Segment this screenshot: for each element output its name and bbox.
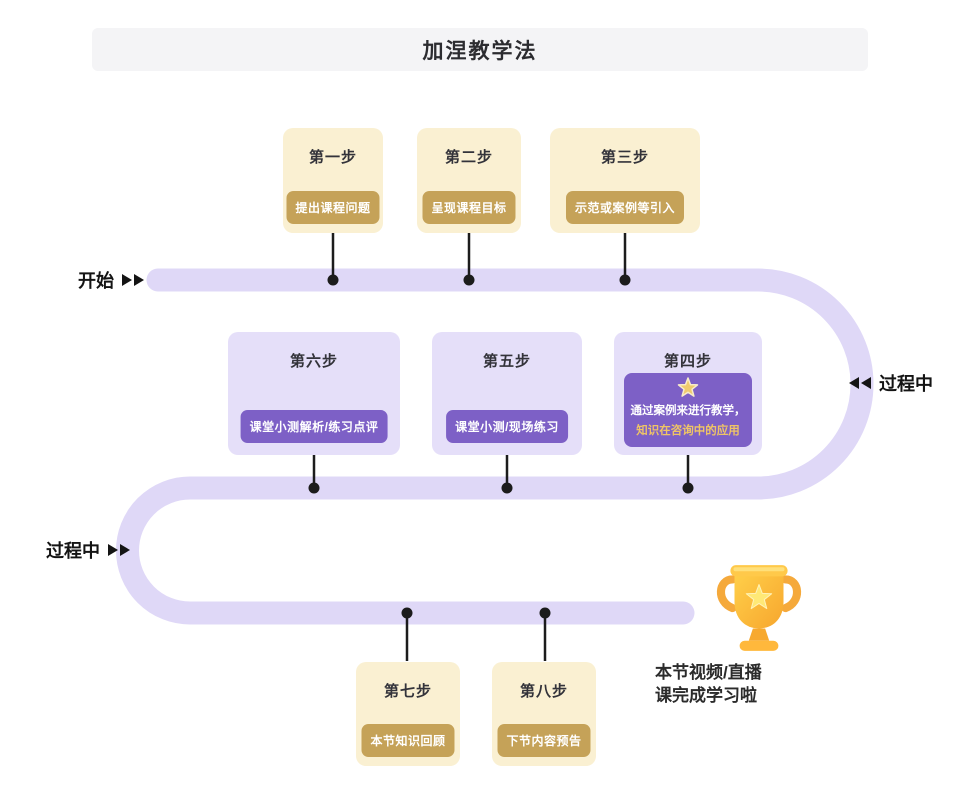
start-label-text: 开始 xyxy=(78,271,114,291)
step-badge-4: 通过案例来进行教学， 知识在咨询中的应用 xyxy=(624,373,752,447)
connector-dot xyxy=(619,274,631,286)
step-badge-8: 下节内容预告 xyxy=(497,724,591,757)
flow-path xyxy=(116,268,874,625)
step-badge-4-line2: 知识在咨询中的应用 xyxy=(636,425,740,437)
step-title-7: 第七步 xyxy=(383,683,432,700)
step-title-2: 第二步 xyxy=(444,149,493,166)
finish-text-line1: 本节视频/直播 xyxy=(655,663,762,682)
step-card-6: 第六步 课堂小测解析/练习点评 xyxy=(228,332,400,455)
connector-dot xyxy=(501,482,513,494)
step-badge-1: 提出课程问题 xyxy=(286,191,380,224)
step-card-8: 第八步 下节内容预告 xyxy=(492,662,596,766)
step-badge-2: 呈现课程目标 xyxy=(422,191,516,224)
process-label-right-text: 过程中 xyxy=(879,374,933,394)
step-card-3: 第三步 示范或案例等引入 xyxy=(550,128,700,233)
step-badge-7: 本节知识回顾 xyxy=(361,724,455,757)
finish-text-line2: 课完成学习啦 xyxy=(655,686,757,705)
step-badge-4-line1: 通过案例来进行教学， xyxy=(630,405,746,417)
step-card-2: 第二步 呈现课程目标 xyxy=(417,128,521,233)
connector-dot xyxy=(308,482,320,494)
step-title-5: 第五步 xyxy=(482,353,531,370)
double-arrow-right-icon xyxy=(108,544,130,556)
step-badge-5: 课堂小测/现场练习 xyxy=(446,410,568,443)
page-title: 加涅教学法 xyxy=(92,28,868,71)
step-title-8: 第八步 xyxy=(519,683,568,700)
process-label-right: 过程中 xyxy=(849,370,933,396)
connector-dot xyxy=(539,607,551,619)
step-card-1: 第一步 提出课程问题 xyxy=(283,128,383,233)
connector-dot xyxy=(401,607,413,619)
step-badge-3: 示范或案例等引入 xyxy=(565,191,685,224)
trophy-icon xyxy=(716,565,802,651)
star-icon xyxy=(677,377,699,397)
double-arrow-right-icon xyxy=(122,274,144,286)
step-title-4: 第四步 xyxy=(663,353,712,370)
connector-dot xyxy=(327,274,339,286)
process-label-left: 过程中 xyxy=(46,537,130,563)
step-card-4: 第四步 通过案例来进行教学， 知识在咨询中的应用 xyxy=(614,332,762,455)
step-card-5: 第五步 课堂小测/现场练习 xyxy=(432,332,582,455)
start-label: 开始 xyxy=(78,267,144,293)
step-badge-6: 课堂小测解析/练习点评 xyxy=(240,410,388,443)
step-title-6: 第六步 xyxy=(289,353,338,370)
double-arrow-left-icon xyxy=(849,377,871,389)
step-card-7: 第七步 本节知识回顾 xyxy=(356,662,460,766)
step-title-1: 第一步 xyxy=(308,149,357,166)
connector-dot xyxy=(463,274,475,286)
connector-dot xyxy=(682,482,694,494)
finish-text: 本节视频/直播 课完成学习啦 xyxy=(655,661,762,707)
step-title-3: 第三步 xyxy=(600,149,649,166)
process-label-left-text: 过程中 xyxy=(46,541,100,561)
